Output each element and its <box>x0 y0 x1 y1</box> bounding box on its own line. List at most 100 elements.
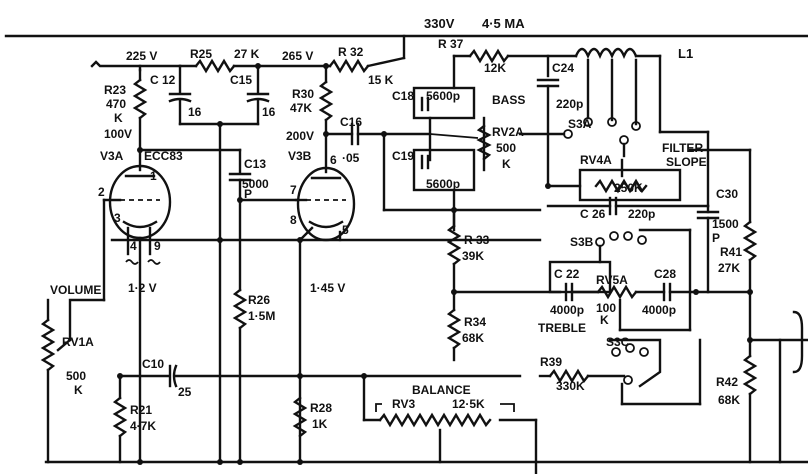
label-ecc83: ECC83 <box>144 149 183 163</box>
label-265v: 265 V <box>282 49 313 63</box>
bass-network <box>382 54 492 232</box>
label-rv1a-value: 500 <box>66 369 86 383</box>
label-r41-value: 27K <box>718 261 740 275</box>
label-pin9: 9 <box>154 239 161 253</box>
label-pin6: 6 <box>330 153 337 167</box>
label-r25: R25 <box>190 47 212 61</box>
label-rv2a-k: K <box>502 157 511 171</box>
label-r28: R28 <box>310 401 332 415</box>
label-rv5a: RV5A <box>596 273 628 287</box>
label-rv2a-value: 500 <box>496 141 516 155</box>
label-r37-value: 12K <box>484 61 506 75</box>
c13-r26-network <box>138 148 252 464</box>
label-225v: 225 V <box>126 49 157 63</box>
label-c16-value: ·05 <box>342 151 360 165</box>
label-s3a: S3A <box>568 117 592 131</box>
label-slope: SLOPE <box>666 155 707 169</box>
label-balance: BALANCE <box>412 383 471 397</box>
label-rv5a-value: 100 <box>596 301 616 315</box>
label-v3b: V3B <box>288 149 312 163</box>
label-volume: VOLUME <box>50 283 101 297</box>
label-rv3-value: 12·5K <box>452 397 485 411</box>
label-r25-value: 27 K <box>234 47 260 61</box>
label-supply-voltage: 330V <box>424 16 455 31</box>
label-r26-value: 1·5M <box>248 309 275 323</box>
label-rv4a-value: 250K <box>614 181 643 195</box>
label-c18-value: 5600p <box>426 89 460 103</box>
label-r32: R 32 <box>338 45 364 59</box>
label-c10: C10 <box>142 357 164 371</box>
filter-slope-network <box>546 130 710 216</box>
label-pin4: 4 <box>130 239 137 253</box>
treble-network <box>548 228 698 332</box>
r42-resistor <box>742 290 808 464</box>
label-r23: R23 <box>104 83 126 97</box>
label-pin2: 2 <box>98 185 105 199</box>
label-c30: C30 <box>716 187 738 201</box>
label-c24-value: 220p <box>556 97 583 111</box>
label-r30-value: 47K <box>290 101 312 115</box>
label-r42-value: 68K <box>718 393 740 407</box>
label-r34-value: 68K <box>462 331 484 345</box>
label-c16: C16 <box>340 115 362 129</box>
volume-rv1a <box>40 298 72 464</box>
label-c12-value: 16 <box>188 105 202 119</box>
label-c13-p: P <box>244 187 252 201</box>
label-r37: R 37 <box>438 37 464 51</box>
label-c22-value: 4000p <box>550 303 584 317</box>
supply-rail <box>4 34 808 60</box>
label-pin5: 5 <box>342 223 349 237</box>
label-r23-value: 470 <box>106 97 126 111</box>
c10-r21 <box>112 364 522 464</box>
label-s3b: S3B <box>570 235 594 249</box>
label-r26: R26 <box>248 293 270 307</box>
balance-rv3 <box>362 374 538 474</box>
label-c19: C19 <box>392 149 414 163</box>
label-c12: C 12 <box>150 73 176 87</box>
label-r33-value: 39K <box>462 249 484 263</box>
label-rv5a-k: K <box>600 313 609 327</box>
label-r28-value: 1K <box>312 417 328 431</box>
label-pin1: 1 <box>150 169 157 183</box>
label-rv2a: RV2A <box>492 125 524 139</box>
label-c18: C18 <box>392 89 414 103</box>
label-100v: 100V <box>104 127 132 141</box>
label-supply-current: 4·5 MA <box>482 16 525 31</box>
label-r30: R30 <box>292 87 314 101</box>
v3a-triode <box>68 164 172 464</box>
r23-resistor <box>132 68 148 172</box>
label-pin8: 8 <box>290 213 297 227</box>
label-1-2v: 1·2 V <box>128 281 157 295</box>
hv-line-225v <box>90 56 406 74</box>
label-l1: L1 <box>678 46 693 61</box>
label-v3a: V3A <box>100 149 124 163</box>
label-c26: C 26 <box>580 207 606 221</box>
s3a-switch <box>518 117 641 158</box>
label-pin3: 3 <box>114 211 121 225</box>
c16-coupling <box>324 122 542 212</box>
label-rv4a: RV4A <box>580 153 612 167</box>
label-rv1a-k: K <box>74 383 83 397</box>
r33-r34-chain <box>446 208 562 362</box>
label-c26-value: 220p <box>628 207 655 221</box>
s3c-switch-r39 <box>538 338 702 406</box>
label-c22: C 22 <box>554 267 580 281</box>
label-rv3: RV3 <box>392 397 415 411</box>
label-c28-value: 4000p <box>642 303 676 317</box>
r28-resistor <box>292 396 308 438</box>
label-c30-p: P <box>712 231 720 245</box>
label-bass: BASS <box>492 93 525 107</box>
label-c15: C15 <box>230 73 252 87</box>
label-r33: R 33 <box>464 233 490 247</box>
label-c19-value: 5600p <box>426 177 460 191</box>
label-r32-value: 15 K <box>368 73 394 87</box>
c30-r41 <box>688 148 758 294</box>
label-c30-value: 1500 <box>712 217 739 231</box>
label-r21-value: 4·7K <box>130 419 156 433</box>
label-r39-value: 330K <box>556 379 585 393</box>
label-1-45v: 1·45 V <box>310 281 345 295</box>
label-c15-value: 16 <box>262 105 276 119</box>
label-r21: R21 <box>130 403 152 417</box>
label-200v: 200V <box>286 129 314 143</box>
